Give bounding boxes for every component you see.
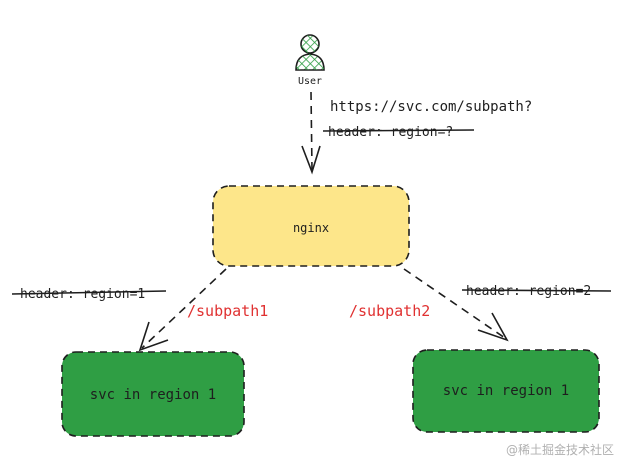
request-header-strike xyxy=(322,129,475,132)
left-header-strike xyxy=(11,290,167,295)
user-label: User xyxy=(298,76,322,87)
right-service-label: svc in region 1 xyxy=(443,383,569,399)
request-header-struck: header: region=? xyxy=(328,125,453,140)
left-header-struck: header: region=1 xyxy=(20,287,145,302)
arrow-user-to-nginx xyxy=(301,91,321,175)
nginx-label: nginx xyxy=(293,221,329,235)
arrow-nginx-to-right-svc xyxy=(403,268,509,342)
right-header-struck: header: region=2 xyxy=(466,284,591,299)
left-service-box xyxy=(61,351,245,437)
arrow-nginx-to-left-svc xyxy=(138,268,227,352)
user-icon xyxy=(295,34,325,71)
request-url: https://svc.com/subpath? xyxy=(330,99,532,115)
left-path-label: /subpath1 xyxy=(187,302,268,320)
right-path-label: /subpath2 xyxy=(349,302,430,320)
nginx-box xyxy=(212,185,410,267)
left-service-label: svc in region 1 xyxy=(90,387,216,403)
right-header-strike xyxy=(461,289,612,292)
watermark: @稀土掘金技术社区 xyxy=(506,442,614,457)
right-service-box xyxy=(412,349,600,433)
